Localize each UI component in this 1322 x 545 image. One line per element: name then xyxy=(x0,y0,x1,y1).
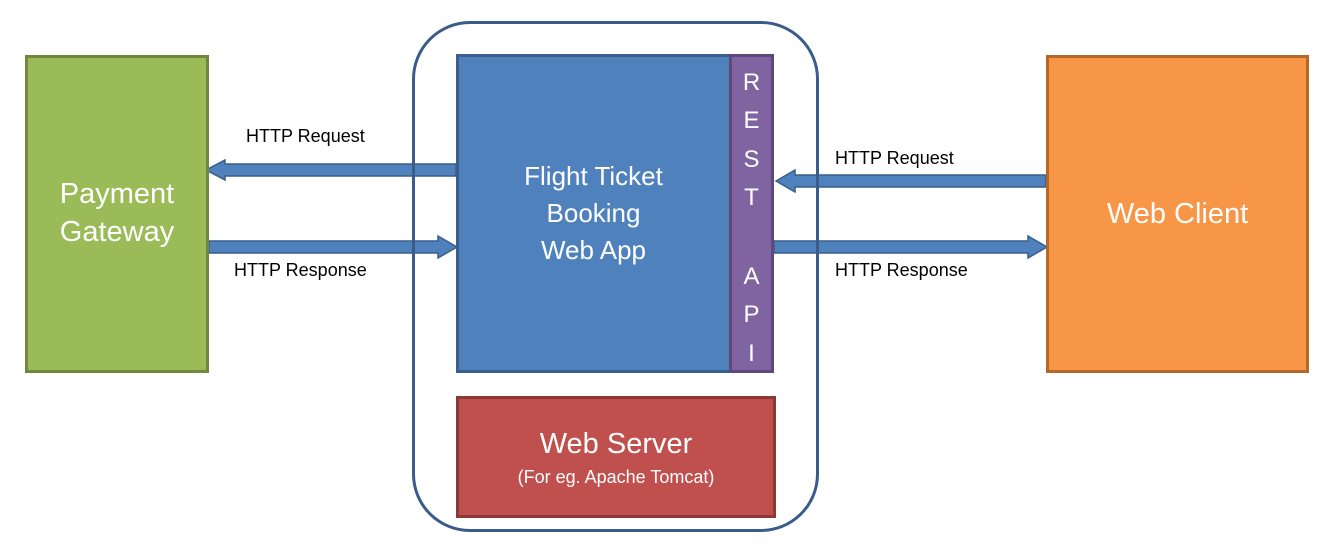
booking-app-label: Flight Ticket Booking Web App xyxy=(524,161,663,265)
arrow-left-request xyxy=(204,158,457,182)
rest-api-letter: A xyxy=(743,263,760,290)
right-response-label: HTTP Response xyxy=(835,260,968,280)
payment-gateway-label: Payment Gateway xyxy=(59,178,175,248)
web-client-label: Web Client xyxy=(1106,197,1249,230)
rest-api-letter: T xyxy=(744,184,759,211)
rest-api-box: R E S T A P I xyxy=(729,54,774,373)
server-container xyxy=(412,21,819,532)
right-request-label: HTTP Request xyxy=(835,148,954,168)
web-server-box: Web Server (For eg. Apache Tomcat) xyxy=(456,396,776,518)
web-server-subtitle: (For eg. Apache Tomcat) xyxy=(517,467,715,488)
rest-api-letter: R xyxy=(742,69,761,96)
arrow-right-request xyxy=(774,168,1047,194)
booking-app-box: Flight Ticket Booking Web App xyxy=(456,54,733,373)
web-client-box: Web Client xyxy=(1046,55,1309,373)
arrow-left-response xyxy=(208,234,459,260)
web-server-title: Web Server xyxy=(539,427,693,460)
payment-gateway-box: Payment Gateway xyxy=(25,55,209,373)
left-request-label: HTTP Request xyxy=(246,126,365,146)
rest-api-letter: S xyxy=(743,146,760,173)
rest-api-letter: I xyxy=(748,340,755,367)
rest-api-letter: P xyxy=(743,301,760,328)
left-response-label: HTTP Response xyxy=(234,260,367,280)
rest-api-letter: E xyxy=(743,107,760,134)
